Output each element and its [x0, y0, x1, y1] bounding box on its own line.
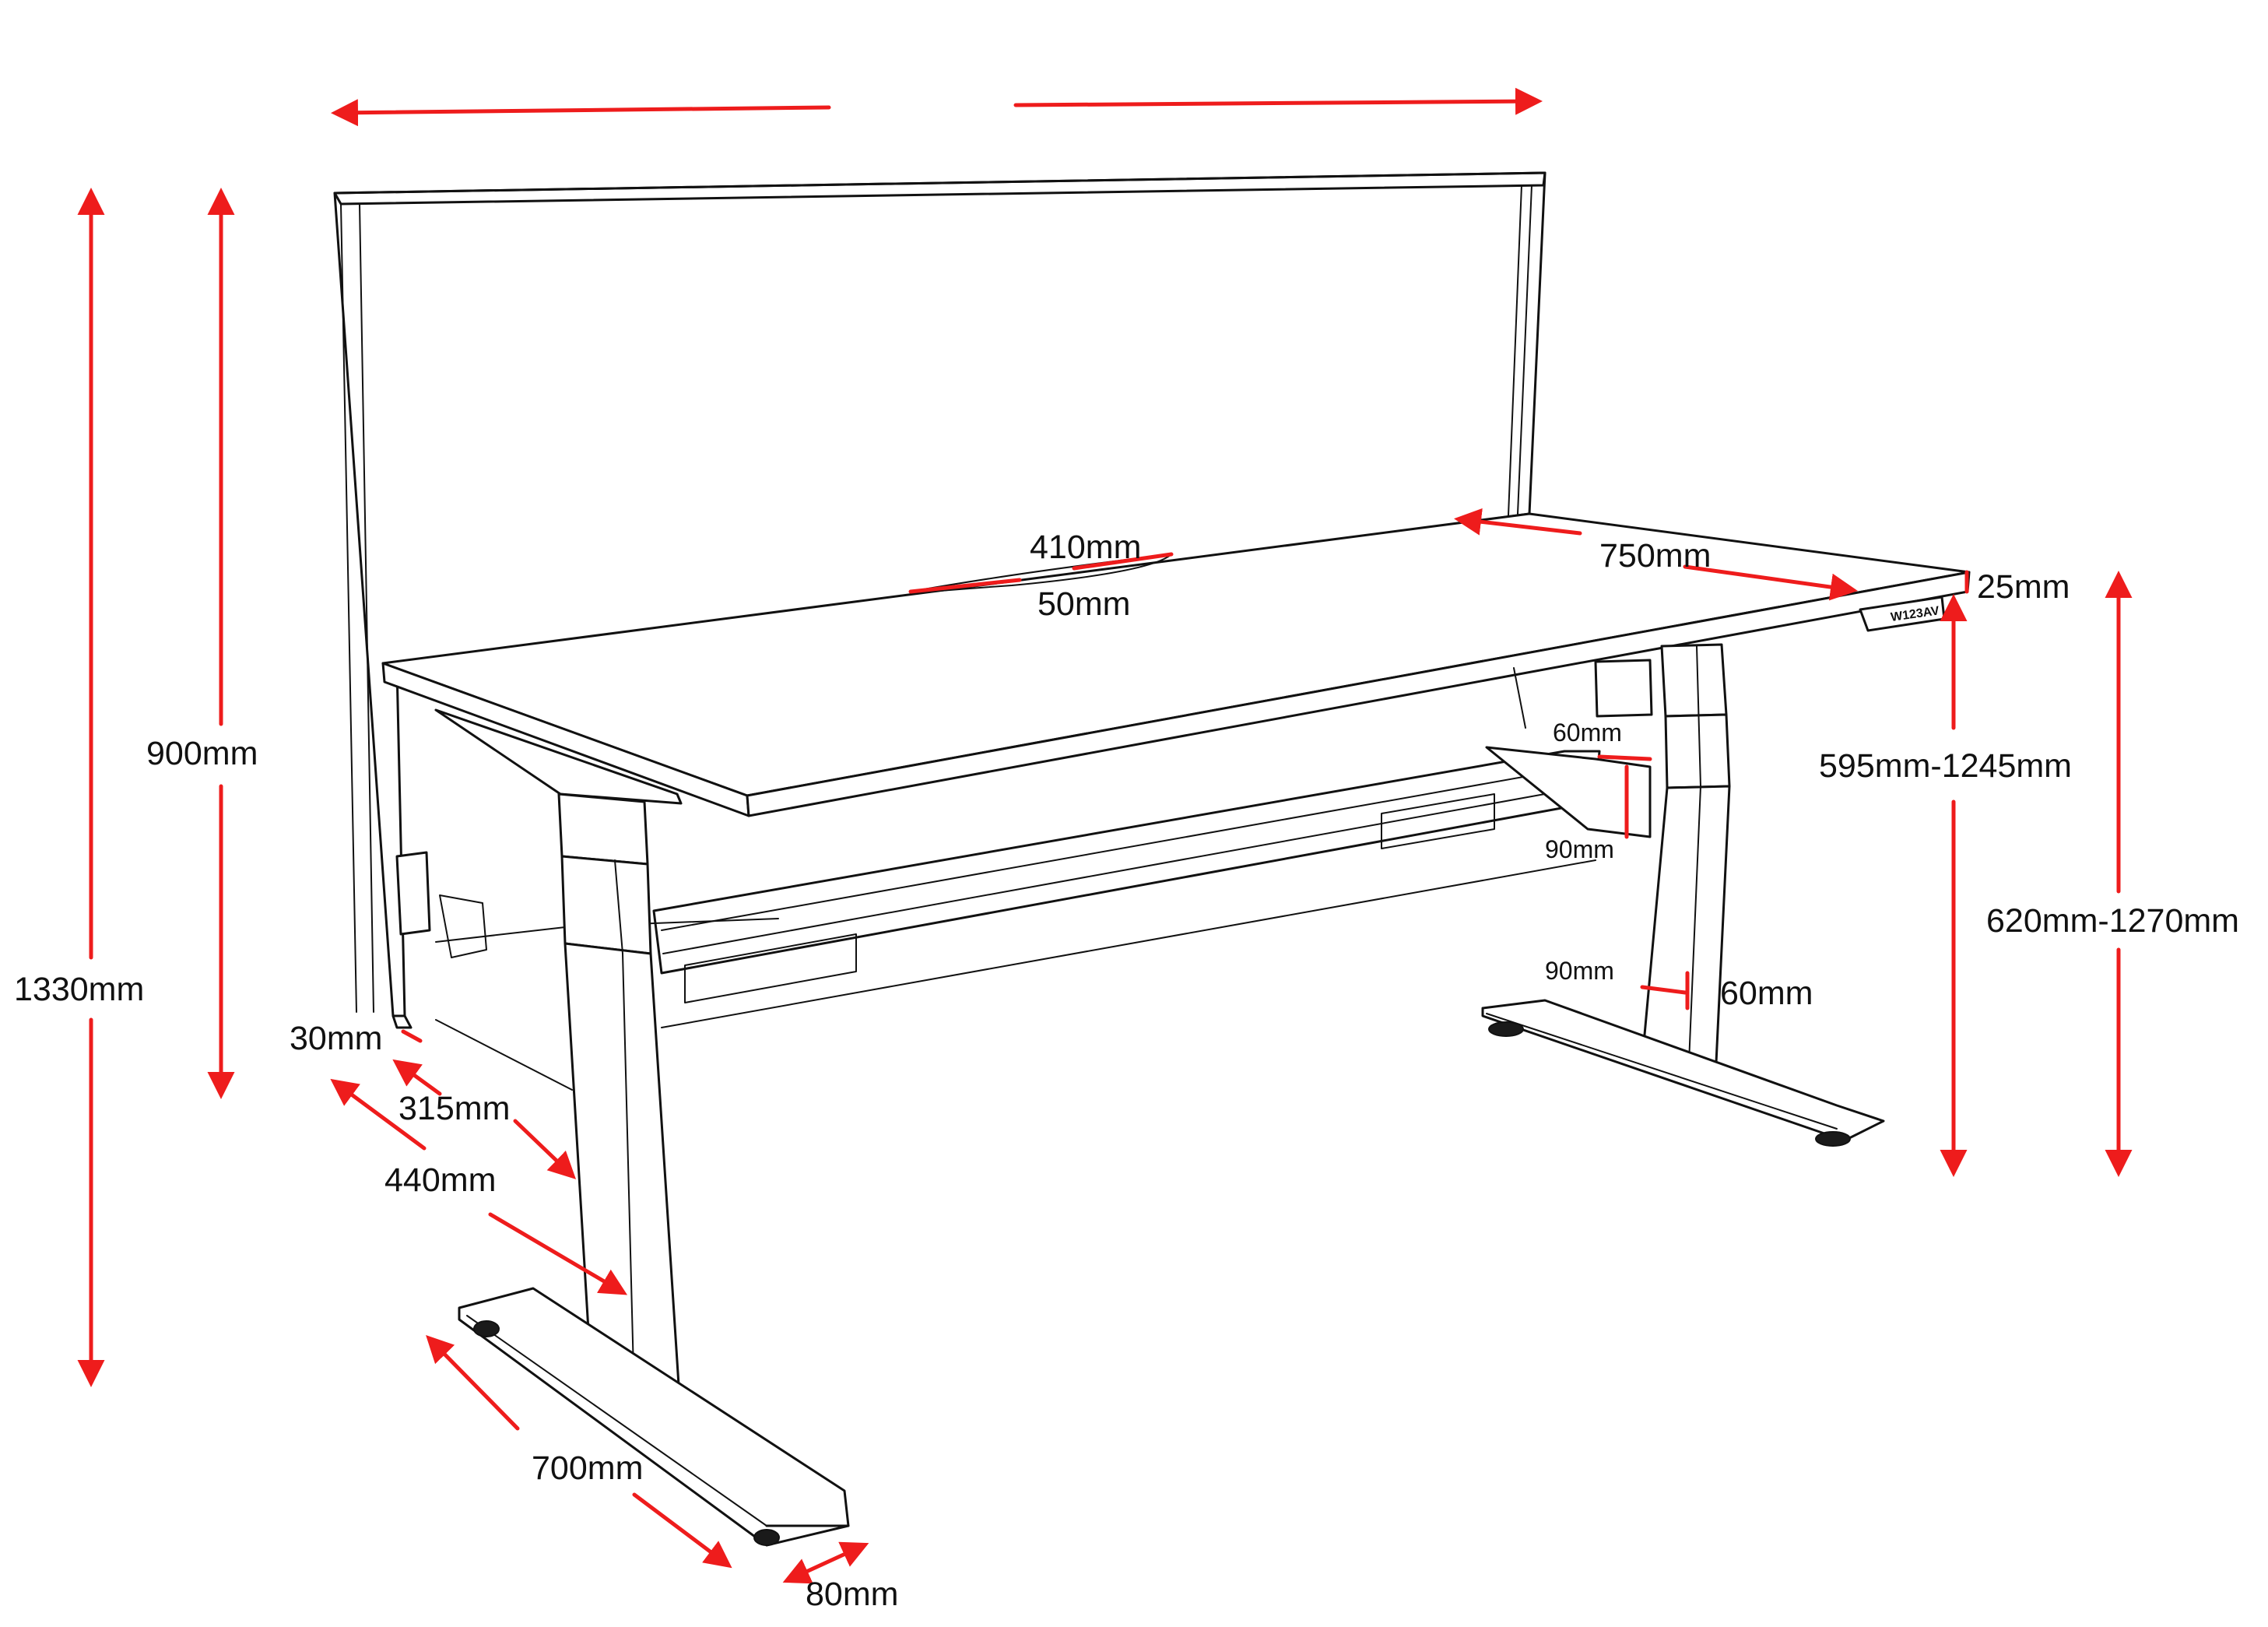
arrow-750-a — [1454, 508, 1582, 536]
label-595-1245: 595mm-1245mm — [1819, 747, 2072, 785]
label-90-leg: 90mm — [1545, 957, 1614, 985]
label-60-leg: 60mm — [1720, 975, 1813, 1012]
label-750: 750mm — [1599, 537, 1711, 575]
label-30: 30mm — [290, 1020, 382, 1057]
width-arrow-right — [1013, 87, 1543, 115]
desktop — [381, 512, 1971, 817]
arrow-315-b — [513, 1119, 577, 1179]
label-90-beam: 90mm — [1545, 835, 1614, 863]
label-440: 440mm — [384, 1161, 496, 1199]
label-50: 50mm — [1037, 585, 1130, 623]
left-leg — [458, 792, 850, 1547]
arrow-410-b — [1072, 552, 1174, 571]
arrow-440-a — [330, 1078, 427, 1151]
dimension-labels: 1330mm 900mm 30mm 315mm 440mm 700mm 80mm… — [14, 529, 2239, 1613]
label-60-beam: 60mm — [1553, 719, 1622, 747]
right-leg — [1481, 643, 1885, 1147]
arrow-315-a — [392, 1059, 442, 1096]
label-315: 315mm — [398, 1090, 510, 1127]
arrow-80 — [782, 1541, 869, 1584]
controller-keypad: W123AV — [1859, 596, 1946, 632]
arrow-410-a — [908, 578, 1022, 594]
dimension-arrows — [77, 87, 2133, 1584]
arrow-90-leg — [1640, 985, 1687, 995]
arrow-700-b — [632, 1492, 732, 1569]
arrow-700-a — [426, 1335, 520, 1431]
under-frame — [434, 659, 1653, 1091]
label-410: 410mm — [1030, 529, 1141, 566]
arrow-60-beam — [1597, 754, 1652, 761]
label-700: 700mm — [532, 1450, 643, 1487]
screen-bracket — [395, 851, 487, 958]
label-25: 25mm — [1977, 568, 2070, 606]
label-1330: 1330mm — [14, 971, 144, 1008]
label-620-1270: 620mm-1270mm — [1986, 902, 2239, 940]
label-900: 900mm — [146, 735, 258, 772]
width-arrow-left — [331, 99, 831, 127]
arrow-750-b — [1683, 564, 1858, 601]
arrow-30 — [401, 1029, 423, 1043]
label-80: 80mm — [806, 1576, 898, 1613]
arrow-440-b — [488, 1212, 628, 1295]
